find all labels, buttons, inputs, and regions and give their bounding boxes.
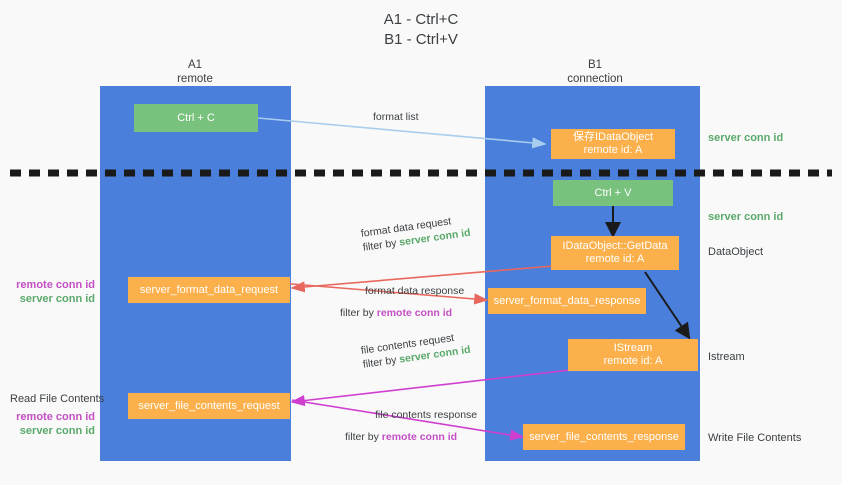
edge-label-file-contents-response-filter: filter by remote conn id bbox=[345, 430, 477, 444]
left-label-server-conn-id-1: server conn id bbox=[19, 293, 95, 305]
node-istream-line1: IStream bbox=[613, 342, 653, 354]
column-a1-name: A1 bbox=[187, 59, 203, 71]
right-label-server-conn-id-top: server conn id bbox=[708, 132, 784, 144]
node-istream[interactable]: IStream remote id: A bbox=[568, 339, 698, 371]
column-a1-sublabel: remote bbox=[177, 73, 213, 85]
node-server-format-data-request-label: server_format_data_request bbox=[139, 283, 279, 296]
node-save-dataobject[interactable]: 保存IDataObject remote id: A bbox=[551, 129, 675, 159]
edge-label-file-contents-response: file contents response filter by remote … bbox=[345, 408, 478, 444]
node-server-file-contents-response[interactable]: server_file_contents_response bbox=[523, 424, 685, 450]
column-header-a1: A1 remote bbox=[100, 58, 290, 86]
title-line-2: B1 - Ctrl+V bbox=[384, 31, 458, 48]
left-label-remote-conn-id-2: remote conn id bbox=[16, 411, 95, 423]
node-server-file-contents-response-label: server_file_contents_response bbox=[529, 430, 679, 443]
right-label-write-file-contents: Write File Contents bbox=[708, 432, 802, 444]
edge-label-format-list: format list bbox=[373, 111, 419, 123]
node-ctrl-c[interactable]: Ctrl + C bbox=[134, 104, 258, 132]
filter-value-remote-conn-id: remote conn id bbox=[381, 431, 458, 443]
left-label-group-format: remote conn id server conn id bbox=[0, 278, 95, 306]
edge-label-format-data-response-filter: filter by remote conn id bbox=[340, 306, 464, 320]
node-server-format-data-request[interactable]: server_format_data_request bbox=[128, 277, 290, 303]
node-istream-line2: remote id: A bbox=[603, 355, 663, 367]
edge-label-file-contents-request: file contents request filter by server c… bbox=[360, 329, 471, 372]
edge-label-file-contents-response-title: file contents response bbox=[375, 409, 478, 421]
edge-label-format-data-request: format data request filter by server con… bbox=[360, 212, 471, 255]
right-label-istream: Istream bbox=[708, 351, 745, 363]
node-server-format-data-response-label: server_format_data_response bbox=[493, 294, 641, 307]
right-label-server-conn-id-second: server conn id bbox=[708, 211, 784, 223]
title-line-1: A1 - Ctrl+C bbox=[383, 11, 459, 28]
node-ctrl-v-label: Ctrl + V bbox=[594, 186, 632, 199]
filter-prefix: filter by bbox=[340, 307, 377, 319]
node-server-file-contents-request-label: server_file_contents_request bbox=[138, 399, 280, 412]
node-getdata[interactable]: IDataObject::GetData remote id: A bbox=[551, 236, 679, 270]
filter-prefix: filter by bbox=[362, 236, 401, 254]
left-label-read-file-contents: Read File Contents bbox=[10, 393, 105, 405]
filter-prefix: filter by bbox=[362, 353, 401, 371]
filter-prefix: filter by bbox=[345, 431, 382, 443]
node-getdata-line2: remote id: A bbox=[585, 253, 645, 265]
left-label-group-file: remote conn id server conn id bbox=[0, 410, 95, 438]
right-label-dataobject: DataObject bbox=[708, 246, 764, 258]
column-b1-name: B1 bbox=[587, 59, 603, 71]
column-header-b1: B1 connection bbox=[490, 58, 700, 86]
left-label-server-conn-id-2: server conn id bbox=[19, 425, 95, 437]
column-b1-sublabel: connection bbox=[567, 73, 623, 85]
node-ctrl-v[interactable]: Ctrl + V bbox=[553, 180, 673, 206]
left-label-remote-conn-id-1: remote conn id bbox=[16, 279, 95, 291]
node-save-dataobject-line1: 保存IDataObject bbox=[572, 131, 654, 143]
filter-value-remote-conn-id: remote conn id bbox=[376, 307, 453, 319]
diagram-title: A1 - Ctrl+C B1 - Ctrl+V bbox=[0, 10, 842, 50]
edge-label-format-data-response: format data response filter by remote co… bbox=[340, 284, 465, 320]
node-ctrl-c-label: Ctrl + C bbox=[177, 111, 215, 124]
node-server-file-contents-request[interactable]: server_file_contents_request bbox=[128, 393, 290, 419]
node-server-format-data-response[interactable]: server_format_data_response bbox=[488, 288, 646, 314]
node-save-dataobject-line2: remote id: A bbox=[583, 144, 643, 156]
edge-label-format-data-response-title: format data response bbox=[365, 285, 465, 297]
node-getdata-line1: IDataObject::GetData bbox=[562, 240, 668, 252]
